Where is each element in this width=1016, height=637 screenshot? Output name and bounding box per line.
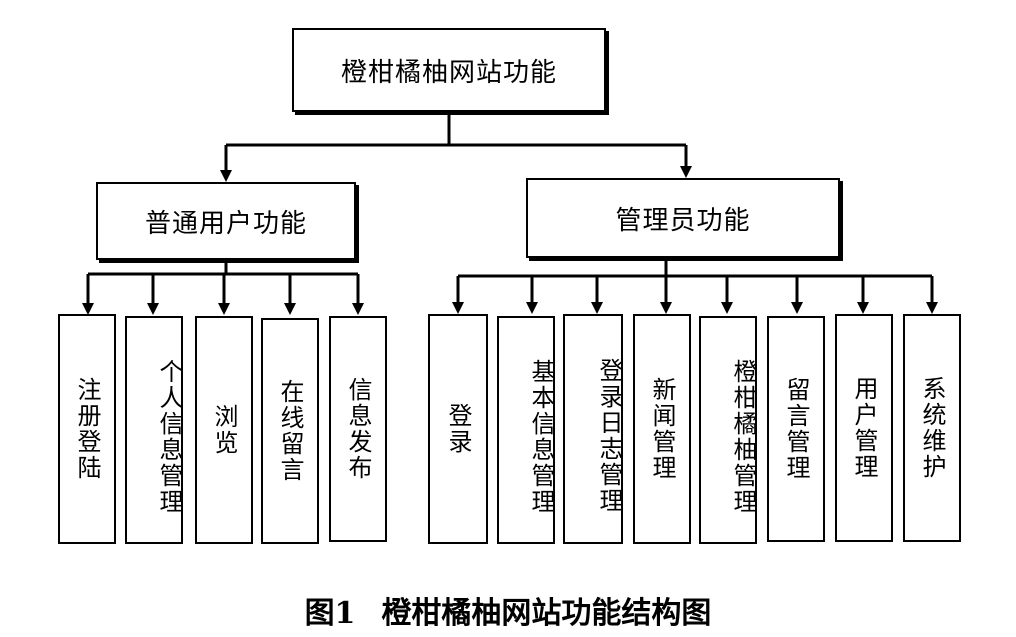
user-leaf-browse: 浏览 (195, 316, 253, 544)
root-label: 橙柑橘柚网站功能 (340, 57, 557, 88)
admin-leaf-login: 登录 (428, 314, 488, 544)
arrow-user-leaf (284, 303, 296, 315)
user-leaf-info-publish: 信息发布 (329, 316, 387, 542)
user-leaf-label: 注册登陆 (73, 377, 101, 481)
arrow-user-leaf (82, 303, 94, 315)
arrow-admin-leaf (857, 302, 869, 314)
figure-number: 图1 (304, 596, 356, 631)
admin-leaf-basic-info: 基本信息管理 (497, 316, 555, 544)
admin-leaf-citrus: 橙柑橘柚管理 (699, 316, 757, 544)
admin-leaf-label: 登录日志管理 (595, 358, 623, 514)
user-leaf-label: 信息发布 (344, 377, 372, 481)
figure-caption: 图1 橙柑橘柚网站功能结构图 (0, 588, 1016, 632)
arrow-user-leaf (218, 303, 230, 315)
admin-leaf-label: 用户管理 (850, 376, 878, 480)
admin-leaf-user: 用户管理 (835, 314, 893, 542)
arrow-admin-leaf (591, 302, 603, 314)
admin-leaf-label: 橙柑橘柚管理 (729, 359, 757, 515)
user-leaf-register-login: 注册登陆 (58, 314, 116, 544)
user-leaf-label: 在线留言 (276, 379, 304, 483)
arrow-user-leaf (147, 303, 159, 315)
arrow-admin-leaf (526, 302, 538, 314)
user-functions-node: 普通用户功能 (96, 182, 356, 260)
admin-leaf-label: 留言管理 (782, 377, 810, 481)
admin-leaf-news: 新闻管理 (633, 314, 691, 544)
arrow-admin-leaf (452, 302, 464, 314)
arrow-to-user (220, 170, 232, 182)
arrow-admin-leaf (660, 302, 672, 314)
user-functions-label: 普通用户功能 (144, 208, 307, 239)
root-node: 橙柑橘柚网站功能 (292, 28, 606, 112)
user-leaf-label: 个人信息管理 (155, 359, 183, 515)
admin-leaf-label: 系统维护 (918, 376, 946, 480)
admin-leaf-message: 留言管理 (767, 316, 825, 542)
admin-leaf-label: 登录 (444, 403, 472, 455)
admin-functions-node: 管理员功能 (526, 178, 840, 258)
admin-leaf-label: 基本信息管理 (527, 359, 555, 515)
arrow-to-admin (680, 166, 692, 178)
admin-leaf-label: 新闻管理 (648, 377, 676, 481)
arrow-user-leaf (352, 303, 364, 315)
admin-functions-label: 管理员功能 (615, 205, 751, 236)
user-leaf-label: 浏览 (210, 404, 238, 456)
admin-leaf-login-log: 登录日志管理 (563, 314, 623, 544)
user-leaf-personal-info: 个人信息管理 (125, 316, 183, 544)
arrow-admin-leaf (791, 302, 803, 314)
admin-leaf-system: 系统维护 (903, 314, 961, 542)
user-leaf-online-message: 在线留言 (261, 318, 319, 544)
figure-title: 橙柑橘柚网站功能结构图 (381, 596, 712, 631)
arrow-admin-leaf (721, 302, 733, 314)
arrow-admin-leaf (926, 302, 938, 314)
